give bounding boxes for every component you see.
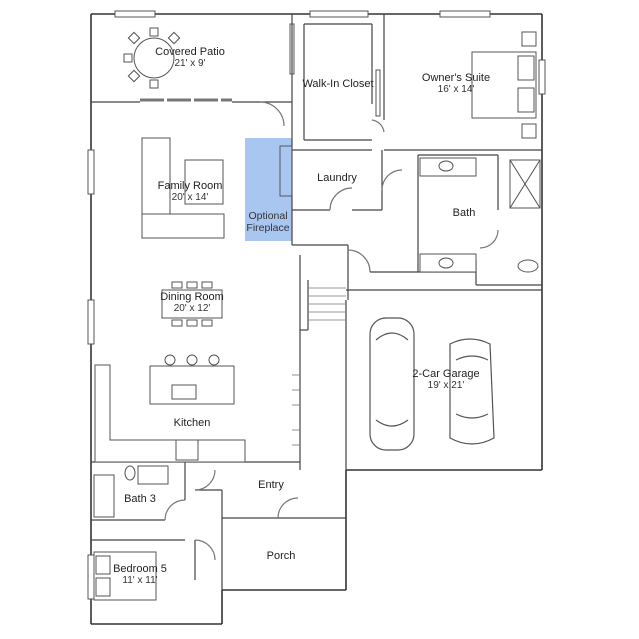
room-name: Kitchen <box>173 417 211 429</box>
optional-fireplace-label: Optional Fireplace <box>246 210 289 234</box>
kitchen-island <box>95 355 245 462</box>
windows <box>88 11 545 599</box>
room-dimensions: 20' x 14' <box>171 192 209 203</box>
room-name: Dining Room <box>160 291 224 303</box>
closet-shelves <box>290 24 380 116</box>
room-name: Entry <box>258 479 284 491</box>
covered-patio-label: Covered Patio 21' x 9' <box>155 46 225 70</box>
room-name: Porch <box>266 550 296 562</box>
room-name: 2-Car Garage <box>412 368 480 380</box>
fireplace-line-1: Optional <box>248 210 288 222</box>
dining-room-label: Dining Room 20' x 12' <box>160 291 224 315</box>
laundry-label: Laundry <box>317 172 357 184</box>
patio-table <box>124 28 180 88</box>
optional-fireplace-area <box>245 138 292 241</box>
room-name: Bath <box>452 207 476 219</box>
owners-suite-label: Owner's Suite 16' x 14' <box>422 72 490 96</box>
room-name: Family Room <box>157 180 223 192</box>
dining-table <box>162 282 222 326</box>
fireplace <box>280 146 292 196</box>
bedroom5-label: Bedroom 5 11' x 11' <box>113 563 167 587</box>
bath-fixtures <box>420 158 540 272</box>
entry-label: Entry <box>258 479 284 491</box>
kitchen-label: Kitchen <box>174 417 211 429</box>
room-dimensions: 21' x 9' <box>174 58 206 69</box>
fireplace-line-2: Fireplace <box>246 222 290 234</box>
room-dimensions: 20' x 12' <box>173 303 211 314</box>
bath-label: Bath <box>453 207 476 219</box>
room-name: Covered Patio <box>155 46 225 58</box>
interior-walls <box>91 14 542 590</box>
stairs <box>292 288 346 445</box>
room-dimensions: 19' x 21' <box>427 380 465 391</box>
bedroom5-bed <box>94 552 156 600</box>
room-name: Walk-In Closet <box>302 78 374 90</box>
garage-label: 2-Car Garage 19' x 21' <box>412 368 479 392</box>
garage-cars <box>370 318 494 450</box>
room-name: Laundry <box>317 172 357 184</box>
room-name: Bath 3 <box>124 493 156 505</box>
family-room-label: Family Room 20' x 14' <box>158 180 223 204</box>
room-name: Bedroom 5 <box>113 563 167 575</box>
walk-in-closet-label: Walk-In Closet <box>302 78 373 90</box>
porch-label: Porch <box>267 550 296 562</box>
bath3-fixtures <box>94 466 168 517</box>
bath3-label: Bath 3 <box>124 493 156 505</box>
owner-bed <box>472 32 536 138</box>
room-name: Owner's Suite <box>421 72 491 84</box>
sectional-sofa <box>142 138 224 238</box>
room-dimensions: 11' x 11' <box>122 575 158 586</box>
room-dimensions: 16' x 14' <box>437 84 475 95</box>
